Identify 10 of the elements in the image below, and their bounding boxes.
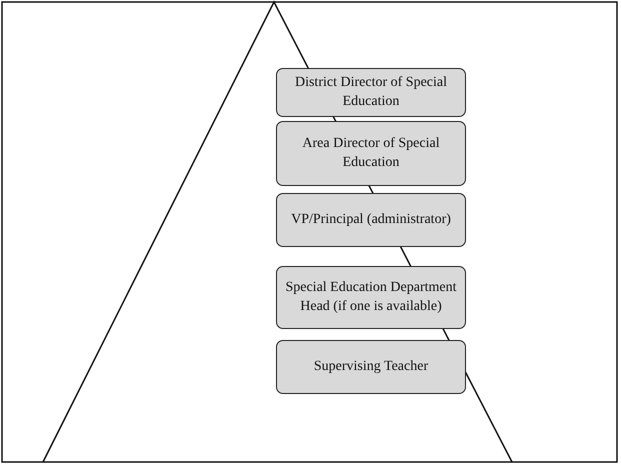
role-title: District Director of Special Education	[294, 74, 448, 110]
role-title: Area Director of Special Education	[301, 134, 441, 172]
role-box	[276, 193, 466, 247]
role-box	[276, 68, 466, 117]
role-box	[276, 121, 466, 186]
role-title: VP/Principal (administrator)	[291, 210, 451, 229]
role-box	[276, 266, 466, 329]
role-title: Supervising Teacher	[314, 358, 428, 376]
role-box	[276, 340, 466, 394]
role-title: Special Education Department Head (if one is available)	[285, 278, 457, 316]
